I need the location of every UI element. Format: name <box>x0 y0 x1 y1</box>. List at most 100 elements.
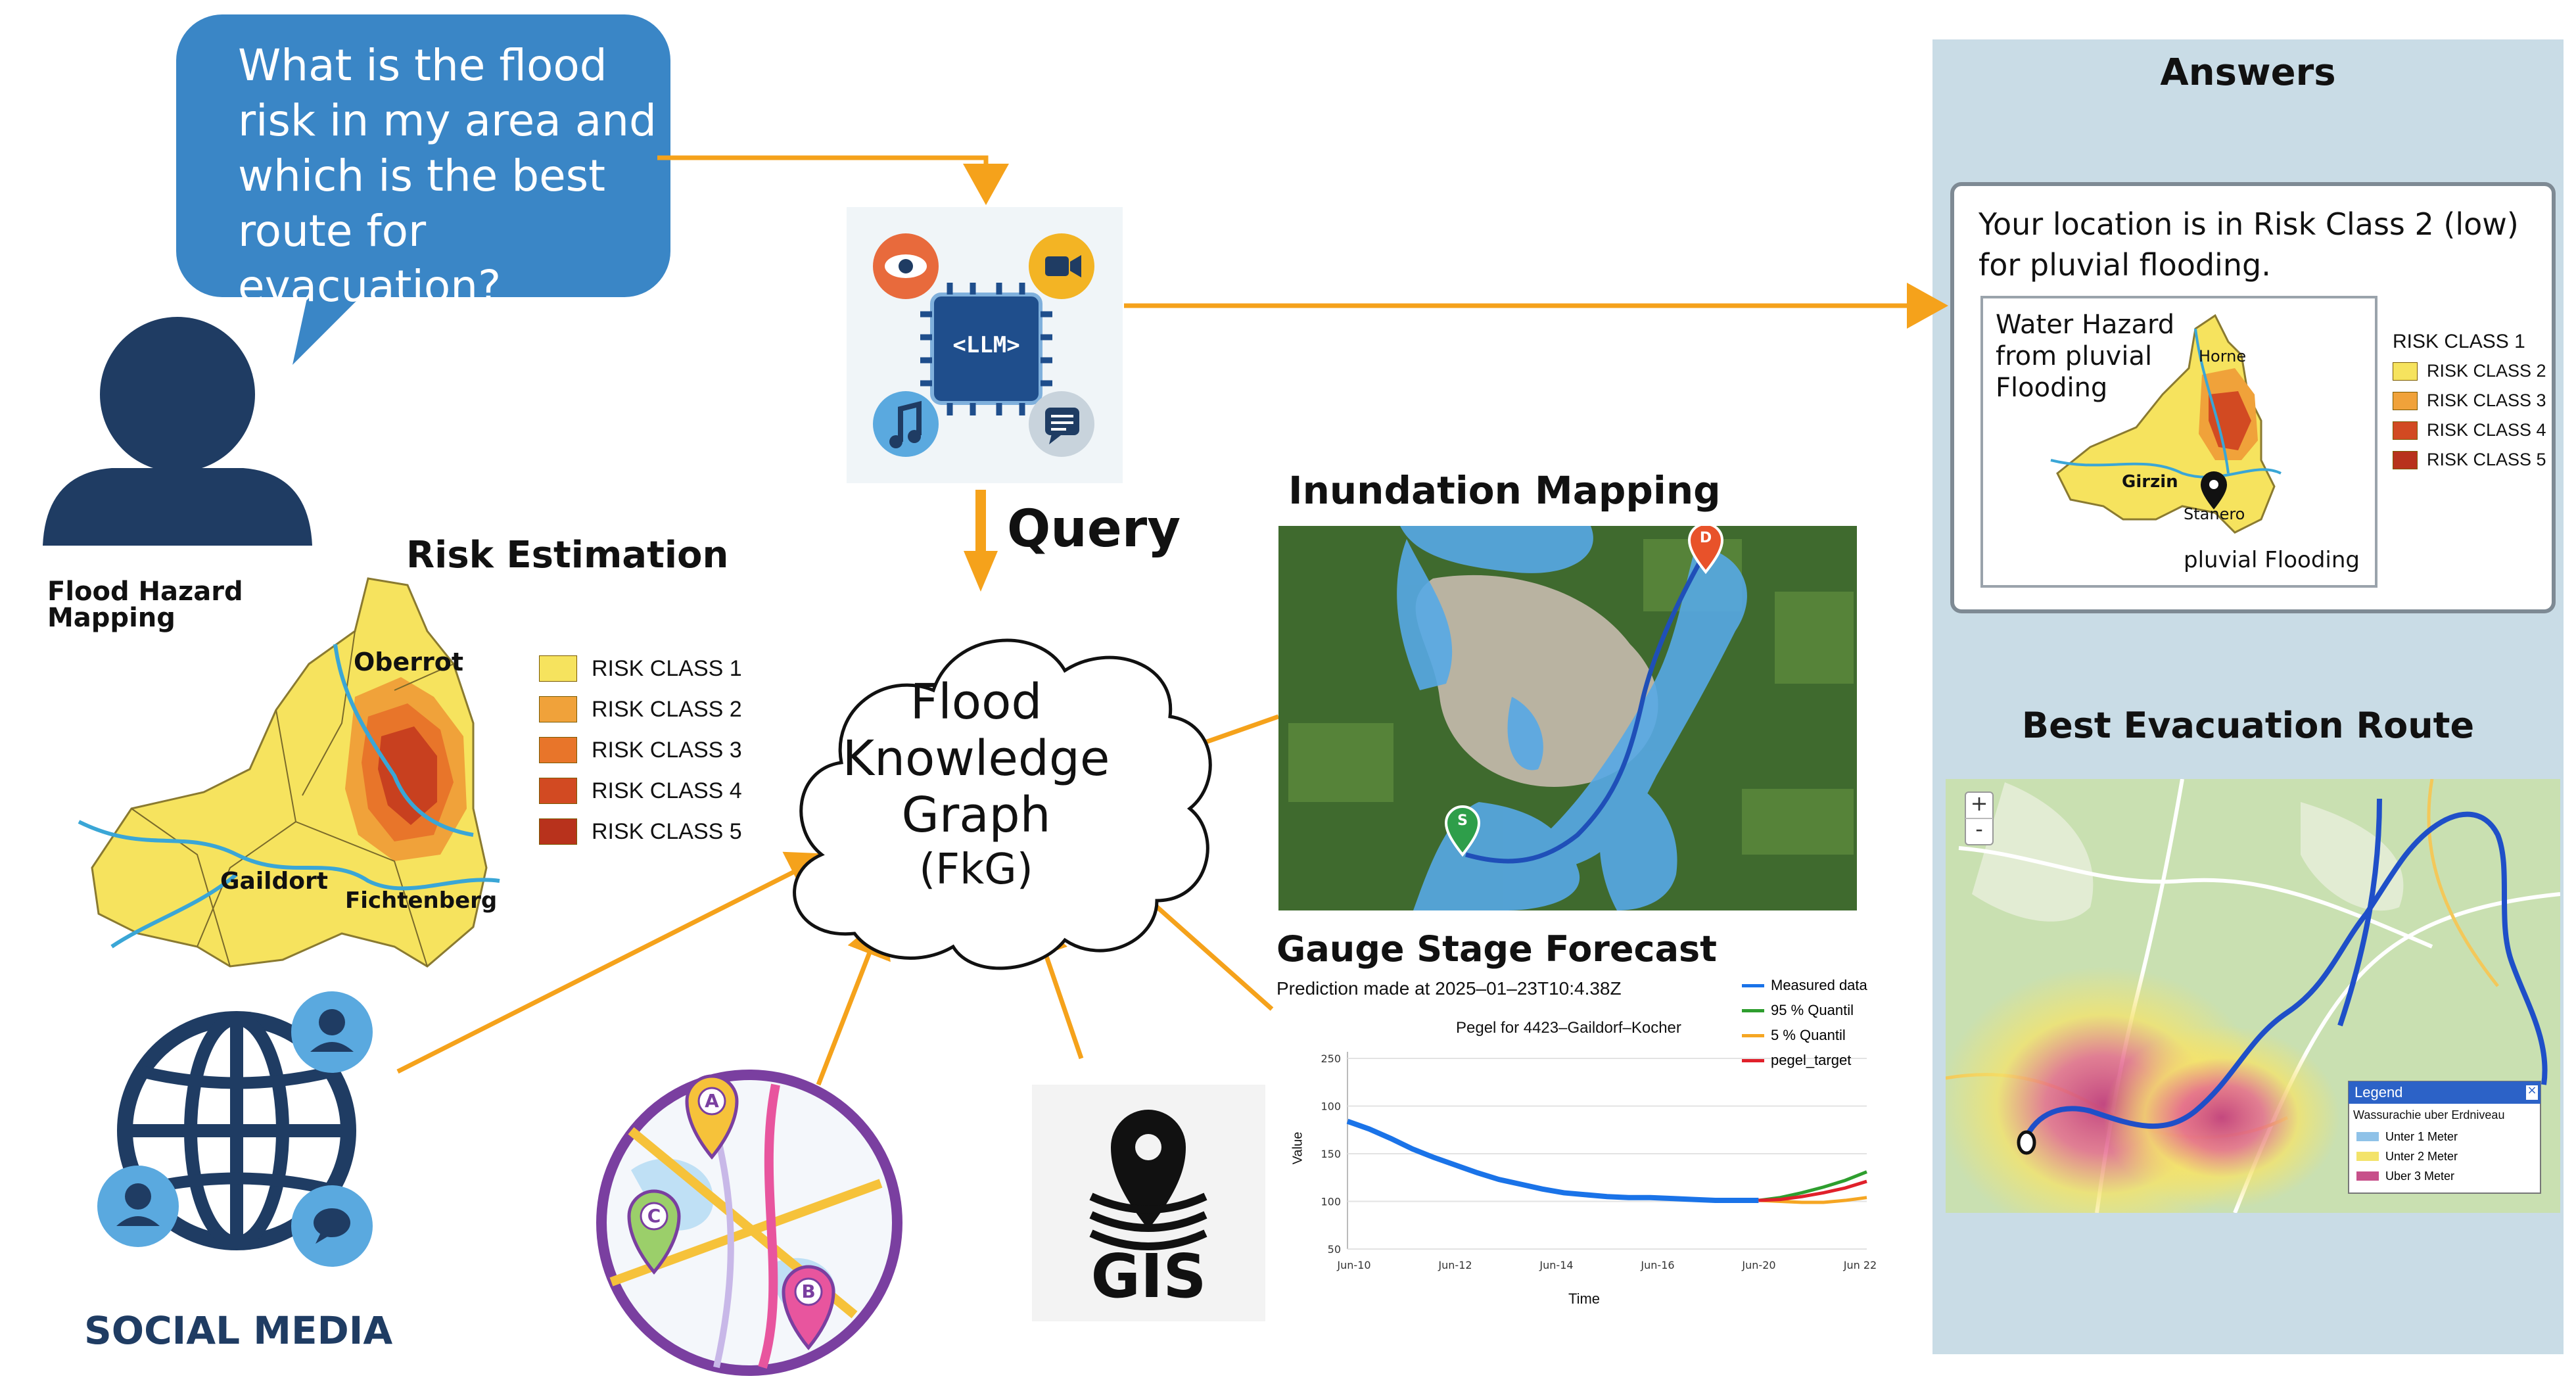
legend-swatch <box>539 818 577 845</box>
inset-town: Stanero <box>2184 505 2245 523</box>
y-tick-label: 100 <box>1321 1100 1341 1113</box>
person-icon <box>97 1166 179 1247</box>
inundation-title: Inundation Mapping <box>1288 468 1721 513</box>
gauge-legend-item: 95 % Quantil <box>1742 998 1867 1023</box>
legend-label: RISK CLASS 4 <box>2427 420 2546 440</box>
question-line: route for evacuation? <box>238 206 502 312</box>
zoom-control[interactable] <box>1965 791 1994 845</box>
risk-estimation-title: Risk Estimation <box>406 534 729 577</box>
legend-label: pegel_target <box>1771 1052 1852 1068</box>
end-marker-letter: D <box>1699 530 1712 546</box>
legend-label: RISK CLASS 1 <box>592 655 742 681</box>
answer-line: Your location is in Risk Class 2 (low) <box>1979 206 2519 242</box>
legend-swatch <box>2393 391 2418 410</box>
inset-title-line: from pluvial <box>1996 341 2153 371</box>
llm-icon <box>847 207 1123 483</box>
fkg-line: Flood <box>910 674 1042 730</box>
answer-text: Your location is in Risk Class 2 (low) f… <box>1979 204 2519 285</box>
legend-label: RISK CLASS 2 <box>2427 361 2546 381</box>
pin-c-icon <box>627 1189 681 1275</box>
chat-icon <box>1029 391 1094 457</box>
query-arrow-head <box>964 551 998 592</box>
town-label: Oberrot <box>354 648 464 676</box>
legend-line <box>1742 1033 1764 1037</box>
town-label: Gaildort <box>220 868 328 895</box>
social-media-globe-icon <box>97 991 373 1267</box>
legend-label: 95 % Quantil <box>1771 1002 1854 1018</box>
video-camera-icon <box>1029 233 1094 299</box>
pin-a-icon <box>685 1074 739 1160</box>
eye-icon <box>873 233 939 299</box>
legend-label: RISK CLASS 1 <box>2393 330 2525 352</box>
answer-legend-item: RISK CLASS 2 <box>2393 356 2546 386</box>
series-line-measured-data <box>1346 1118 1759 1204</box>
answer-legend-item: RISK CLASS 5 <box>2393 445 2546 475</box>
evacuation-map <box>1946 779 2560 1213</box>
answer-legend: RISK CLASS 1 RISK CLASS 2 RISK CLASS 3 R… <box>2393 327 2546 475</box>
social-media-label: SOCIAL MEDIA <box>84 1308 393 1353</box>
gis-icon <box>1032 1085 1265 1321</box>
gauge-plot-title: Pegel for 4423–Gaildorf–Kocher <box>1456 1019 1681 1037</box>
legend-swatch <box>2393 450 2418 469</box>
town-label: Fichtenberg <box>345 887 498 914</box>
start-marker-icon <box>1444 805 1481 857</box>
query-arrow-shaft <box>975 490 986 555</box>
evacuation-title: Best Evacuation Route <box>2021 705 2475 746</box>
map-legend <box>2348 1081 2541 1194</box>
legend-swatch <box>539 696 577 722</box>
gauge-ylabel: Value <box>1290 1131 1305 1165</box>
answer-card <box>1950 182 2556 613</box>
legend-label: 5 % Quantil <box>1771 1027 1846 1043</box>
answer-line: for pluvial flooding. <box>1979 247 2271 283</box>
legend-label: RISK CLASS 2 <box>592 696 742 722</box>
person-icon <box>291 991 373 1073</box>
legend-label: Measured data <box>1771 977 1867 993</box>
legend-swatch <box>2393 421 2418 440</box>
x-tick-label: Jun-16 <box>1640 1259 1674 1271</box>
answers-title: Answers <box>2160 51 2336 94</box>
inset-title-line: Flooding <box>1996 373 2108 403</box>
navigation-map-icon <box>596 1070 902 1376</box>
gauge-legend-item: 5 % Quantil <box>1742 1023 1867 1048</box>
gis-label: GIS <box>1090 1241 1207 1311</box>
fkg-label: Flood Knowledge Graph (FkG) <box>808 674 1144 896</box>
music-note-icon <box>873 391 939 457</box>
gauge-subtitle: Prediction made at 2025–01–23T10:4.38Z <box>1276 978 1622 999</box>
risk-legend-item: RISK CLASS 4 <box>539 770 742 811</box>
inset-town: Girzin <box>2122 472 2178 492</box>
map-legend-item: Unter 2 Meter <box>2356 1146 2458 1166</box>
fkg-line: Knowledge <box>842 730 1110 787</box>
legend-swatch <box>539 737 577 763</box>
zoom-out-button[interactable]: - <box>1975 816 1983 841</box>
map-legend-item: Unter 1 Meter <box>2356 1127 2458 1146</box>
legend-swatch <box>539 655 577 682</box>
gauge-title: Gauge Stage Forecast <box>1276 928 1717 970</box>
destination-marker-icon <box>1687 526 1724 575</box>
question-text: What is the flood risk in my area and wh… <box>238 38 672 314</box>
question-line: risk in my area and <box>238 95 657 146</box>
map-legend-title: Legend <box>2354 1084 2403 1100</box>
pin-letter: C <box>647 1205 661 1227</box>
inundation-map <box>1278 526 1857 910</box>
x-tick-label: Jun-12 <box>1438 1259 1472 1271</box>
legend-swatch <box>2393 362 2418 381</box>
question-bubble <box>176 14 670 365</box>
query-label: Query <box>1007 500 1181 559</box>
legend-swatch <box>2356 1171 2379 1181</box>
map-legend-close-icon[interactable]: × <box>2527 1083 2537 1097</box>
map-legend-item: Uber 3 Meter <box>2356 1166 2458 1186</box>
answer-legend-item: RISK CLASS 3 <box>2393 386 2546 415</box>
risk-legend-item: RISK CLASS 2 <box>539 689 742 730</box>
y-tick-label: 100 <box>1321 1196 1341 1208</box>
risk-legend: RISK CLASS 1 RISK CLASS 2 RISK CLASS 3 R… <box>539 648 742 852</box>
legend-label: RISK CLASS 3 <box>2427 390 2546 410</box>
start-marker-letter: S <box>1457 813 1468 829</box>
user-icon <box>43 317 312 546</box>
gauge-xlabel: Time <box>1568 1290 1601 1307</box>
zoom-in-button[interactable]: + <box>1970 791 1988 816</box>
y-tick-label: 250 <box>1321 1052 1341 1065</box>
flow-arrows <box>396 155 1948 1086</box>
y-tick-label: 50 <box>1328 1243 1341 1256</box>
legend-swatch <box>2356 1152 2379 1161</box>
